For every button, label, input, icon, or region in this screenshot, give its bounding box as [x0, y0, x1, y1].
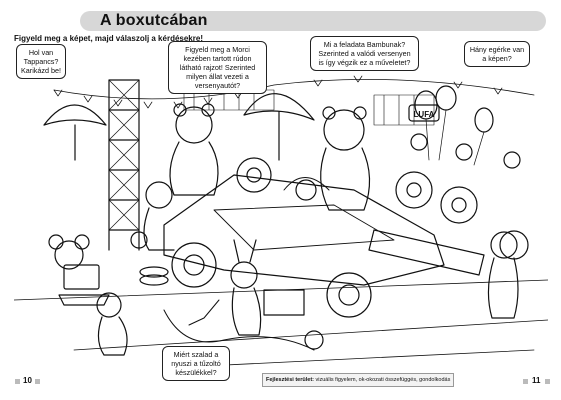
footer-box: Fejlesztési terület: vizuális figyelem, … [262, 373, 455, 387]
page-number-right: 11 [532, 376, 541, 385]
page-number-left: 10 [23, 376, 32, 385]
question-bubble-5: Miért szalad a nyuszi a tűzoltó készülék… [162, 346, 230, 381]
page-marker-left [15, 379, 20, 384]
question-bubble-4: Hány egérke van a képen? [464, 41, 530, 67]
page-title: A boxutcában [100, 12, 208, 29]
title-bar [80, 11, 546, 31]
footer-text: vizuális figyelem, ok-okozati összefüggé… [315, 377, 451, 383]
flag-sign: LUFA [414, 110, 435, 119]
pit-lane-illustration: LUFA [14, 75, 548, 368]
page-marker-right-2 [545, 379, 550, 384]
instruction-text: Figyeld meg a képet, majd válaszolj a ké… [14, 34, 203, 43]
question-bubble-2: Figyeld meg a Morci kezében tartott rúdo… [168, 41, 267, 94]
page-marker-right [523, 379, 528, 384]
page-marker-left-2 [35, 379, 40, 384]
question-bubble-3: Mi a feladata Bambunak? Szerinted a való… [310, 36, 419, 71]
question-bubble-1: Hol van Tappancs? Karikázd be! [16, 44, 66, 79]
footer-label: Fejlesztési terület: [266, 377, 314, 383]
